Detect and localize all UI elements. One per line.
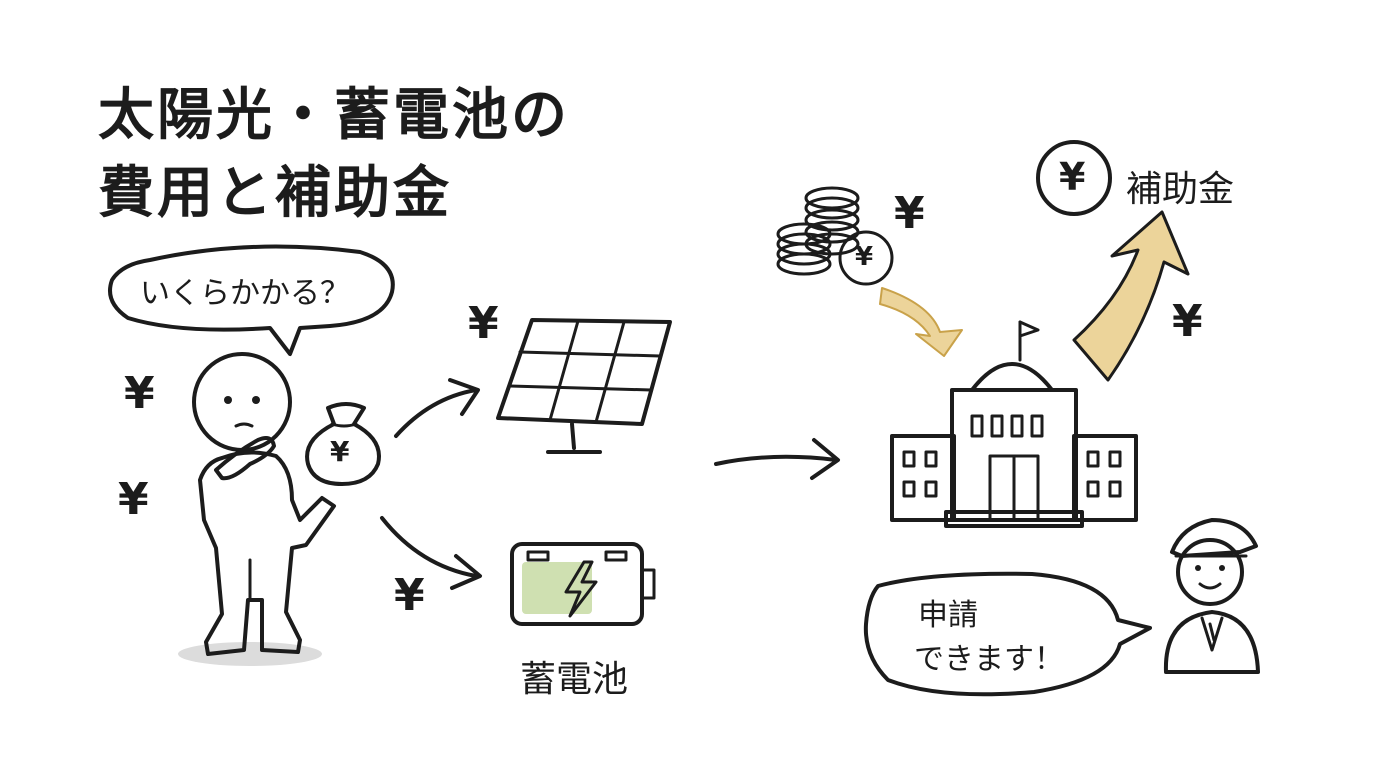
subsidy-coin-yen-symbol: ¥ [1059, 155, 1086, 199]
money-bag-icon [305, 402, 381, 486]
coin-stack-icon [776, 186, 894, 286]
official-bubble-line-2: できます！ [914, 642, 1064, 677]
arrow-to-government [714, 438, 840, 480]
solar-panel-icon [496, 318, 672, 454]
page-title-line-1: 太陽光・蓄電池の [98, 83, 570, 148]
yen-symbol: ¥ [894, 188, 925, 239]
yen-symbol: ¥ [118, 474, 149, 525]
coin-yen-symbol: ¥ [855, 242, 874, 272]
yen-symbol: ¥ [468, 298, 499, 349]
yen-symbol: ¥ [1172, 296, 1203, 347]
official-bubble-line-1: 申請 [918, 598, 978, 633]
battery-label: 蓄電池 [520, 659, 629, 700]
yen-symbol: ¥ [124, 368, 155, 419]
subsidy-rising-arrow [1072, 210, 1190, 382]
yen-symbol: ¥ [394, 570, 425, 621]
subsidy-label: 補助金 [1126, 169, 1235, 210]
money-bag-yen-symbol: ¥ [330, 435, 350, 468]
government-building-icon [890, 320, 1138, 528]
official-person [1163, 518, 1260, 674]
person-question-text: いくらかかる？ [140, 276, 350, 311]
page-title-line-2: 費用と補助金 [98, 161, 452, 226]
subsidy-coin-icon [1036, 140, 1112, 216]
arrow-coins-to-government [879, 287, 963, 357]
battery-icon [510, 542, 656, 626]
official-speech-bubble [863, 571, 1152, 697]
thinking-person [178, 352, 336, 666]
person-speech-bubble [108, 244, 395, 356]
arrow-to-solar [394, 378, 480, 438]
arrow-to-battery [380, 516, 482, 590]
